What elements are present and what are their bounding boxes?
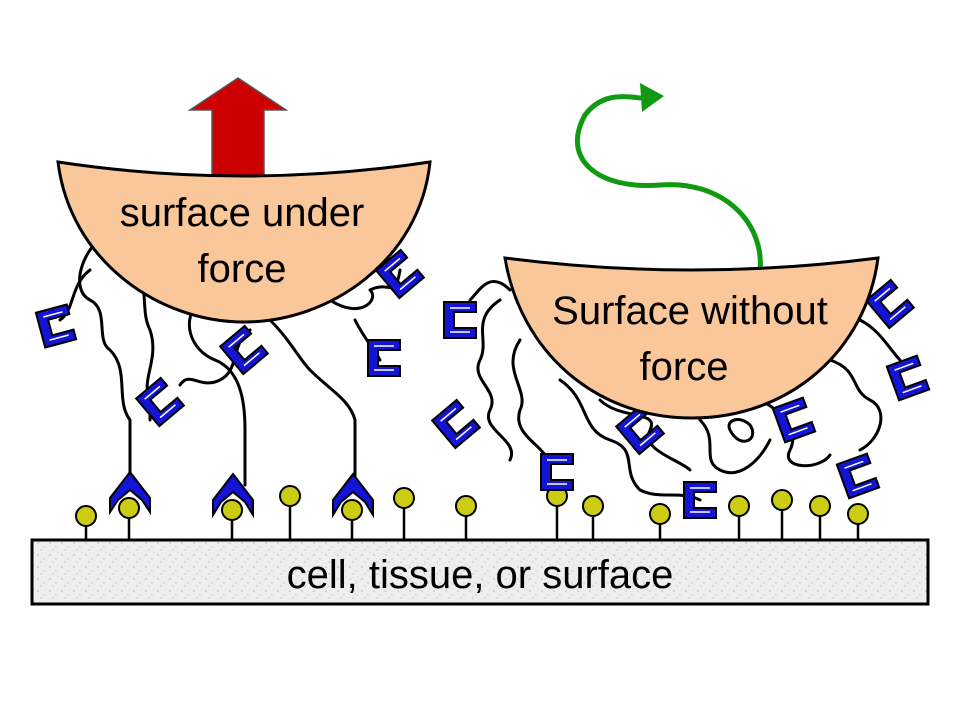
bracket-molecule-icon bbox=[212, 472, 254, 519]
receptor-icon bbox=[341, 499, 363, 521]
bracket-molecule-icon bbox=[540, 453, 574, 491]
bracket-molecule-icon bbox=[332, 472, 374, 519]
up-arrow-icon bbox=[187, 77, 289, 186]
receptor-icon bbox=[582, 495, 604, 517]
receptor-group bbox=[75, 485, 869, 540]
bracket-molecule-icon bbox=[771, 396, 817, 444]
receptor-icon bbox=[728, 495, 750, 517]
surface-under-force bbox=[56, 160, 432, 324]
surface-without-force-label-line2: force bbox=[640, 345, 729, 389]
surface-under-force-label-line2: force bbox=[198, 247, 287, 291]
receptor-icon bbox=[649, 503, 671, 525]
bound-molecules bbox=[109, 470, 374, 519]
surface-under-force-label-line1: surface under bbox=[120, 191, 365, 235]
wavy-arrow-icon bbox=[575, 83, 763, 275]
bracket-molecule-icon bbox=[135, 376, 185, 428]
bracket-molecule-icon bbox=[443, 301, 477, 339]
bracket-molecule-icon bbox=[431, 398, 481, 450]
receptor-icon bbox=[847, 503, 869, 525]
bracket-molecule-icon bbox=[835, 452, 881, 500]
surface-without-force-label-line1: Surface without bbox=[552, 289, 828, 333]
surface-without-force bbox=[503, 256, 880, 420]
bracket-molecule-icon bbox=[367, 339, 401, 377]
receptor-icon bbox=[221, 499, 243, 521]
base-label: cell, tissue, or surface bbox=[287, 553, 674, 597]
bracket-molecule-icon bbox=[34, 303, 78, 349]
receptor-icon bbox=[279, 485, 301, 507]
base-surface bbox=[30, 538, 930, 606]
receptor-icon bbox=[393, 487, 415, 509]
tethers-without-force bbox=[468, 279, 902, 502]
receptor-icon bbox=[118, 497, 140, 519]
receptor-icon bbox=[809, 495, 831, 517]
receptor-icon bbox=[455, 495, 477, 517]
receptor-icon bbox=[75, 505, 97, 527]
receptor-icon bbox=[771, 489, 793, 511]
bracket-molecule-icon bbox=[109, 470, 151, 516]
bracket-molecule-icon bbox=[885, 354, 931, 402]
